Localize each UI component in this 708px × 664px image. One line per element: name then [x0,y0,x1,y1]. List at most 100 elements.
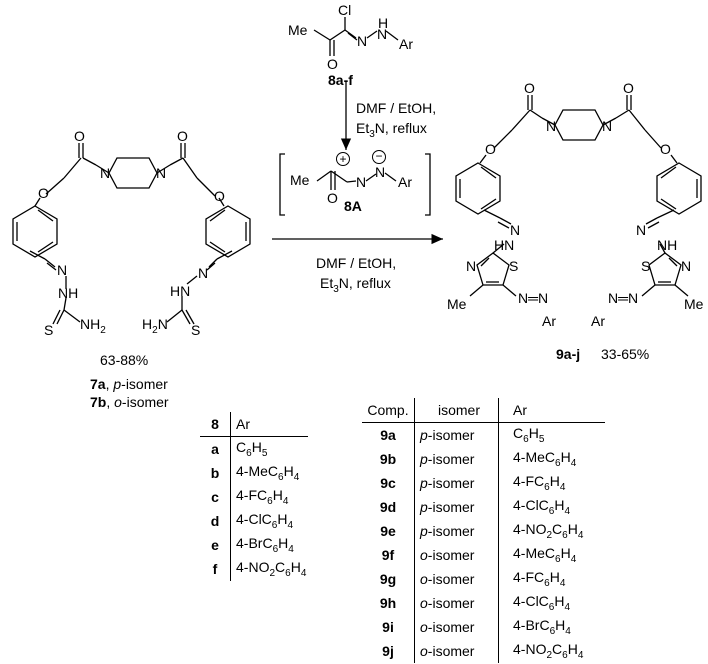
table-8-id: c [211,489,219,505]
start-h2n-right: H2N [142,316,168,336]
product-thiazole-s-left: S [509,258,519,274]
table-9-isomer: p-isomer [414,519,499,543]
intermediate-nitrogen-2: N [375,164,386,180]
reagent-label: 8a-f [328,72,353,88]
table-9-comp: 9a [380,427,396,443]
start-isomer-a: 7a, p-isomer [90,376,168,392]
table-9-comp: 9i [382,619,394,635]
product-imine-n-right: N [636,222,647,238]
table-9-isomer-suffix: -isomer [427,499,475,515]
positive-charge: + [336,152,350,166]
table-9-isomer-suffix: -isomer [427,595,475,611]
table-8-id: b [210,465,220,481]
reagent-nitrogen-2: N [377,26,388,42]
table-9-isomer-suffix: -isomer [427,619,475,635]
table-9-isomer: p-isomer [414,422,499,447]
start-isomer-b: 7b, o-isomer [90,394,169,410]
table-8-id: d [210,513,220,529]
table-9-isomer-prefix: o [420,619,428,635]
table-9-isomer: o-isomer [414,591,499,615]
table-9-comp: 9e [380,523,396,539]
table-9-aryl: 4-FC6H4 [498,471,605,495]
table-9-isomer-prefix: p [420,499,428,515]
table-9-isomer: o-isomer [414,639,499,663]
product-methyl-left: Me [447,296,467,312]
table-8-row: d 4-ClC6H4 [200,509,308,533]
table-9-isomer-prefix: p [420,523,428,539]
table-9-header-comp: Comp. [362,398,415,423]
table-8-id: a [211,441,219,457]
table-9-isomer-prefix: p [420,427,428,443]
table-8-aryl: 4-FC6H4 [230,485,308,509]
start-nh2-left: NH2 [80,316,106,336]
product-structure [455,95,702,297]
table-9-isomer-prefix: p [420,475,428,491]
table-9-isomer: o-isomer [414,543,499,567]
product-hn-left: HN [494,237,515,253]
reagent-aryl: Ar [399,36,413,52]
table-9-isomer-suffix: -isomer [427,643,475,659]
table-8-row: c 4-FC6H4 [200,485,308,509]
table-9-isomer: p-isomer [414,447,499,471]
start-carbonyl-oxygen-left: O [74,128,85,144]
start-piperazine-n-left: N [100,165,111,181]
product-nh-right: NH [657,237,678,253]
intermediate-oxygen: O [327,190,338,206]
product-piperazine-n-right: N [602,118,613,134]
table-9-aryl: 4-MeC6H4 [498,543,605,567]
table-9-isomer-prefix: o [420,643,428,659]
start-ether-oxygen-right: O [214,188,225,204]
table-9-aryl: 4-NO2C6H4 [498,519,605,543]
product-azo-right: N═N [608,290,639,306]
table-9-comp: 9h [379,595,397,611]
table-9-isomer-prefix: o [420,595,428,611]
table-9-comp: 9c [380,475,396,491]
conditions-top-line2: Et3N, reflux [356,120,427,140]
product-piperazine-n-left: N [546,118,557,134]
table-8-aryl: 4-NO2C6H4 [230,557,308,581]
product-imine-n-left: N [510,222,521,238]
start-sulfur-right: S [191,322,201,338]
product-aryl-right: Ar [591,313,605,329]
table-9-isomer-suffix: -isomer [427,475,475,491]
intermediate-label: 8A [344,198,362,214]
intermediate-brackets [279,153,431,216]
table-8-id: e [211,537,219,553]
product-azo-left: N═N [518,290,549,306]
table-8-aryl: 4-ClC6H4 [230,509,308,533]
table-9-isomer-prefix: o [420,571,428,587]
table-9-isomer: o-isomer [414,567,499,591]
product-label: 9a-j [556,346,581,362]
start-sulfur-left: S [44,322,54,338]
table-9-comp: 9g [379,571,397,587]
table-9-aryl: 4-ClC6H4 [498,591,605,615]
product-thiazole-s-right: S [641,258,651,274]
table-8-header-ar: Ar [230,412,308,437]
table-9-isomer-suffix: -isomer [427,427,475,443]
table-8-id: f [212,561,218,577]
intermediate-structure [316,170,397,190]
table-9-row: 9c p-isomer 4-FC6H4 [362,471,605,495]
table-8-row: f 4-NO2C6H4 [200,557,308,581]
conditions-top-line1: DMF / EtOH, [356,100,437,116]
start-nh-left: NH [58,285,79,301]
table-9-comp: 9f [381,547,395,563]
intermediate-nitrogen-1: N [356,174,367,190]
product-methyl-right: Me [684,296,704,312]
table-9-isomer-suffix: -isomer [427,571,475,587]
table-9-aryl: 4-NO2C6H4 [498,639,605,663]
product-ether-oxygen-right: O [660,141,671,157]
table-9-isomer: o-isomer [414,615,499,639]
reagent-oxygen: O [327,56,338,72]
